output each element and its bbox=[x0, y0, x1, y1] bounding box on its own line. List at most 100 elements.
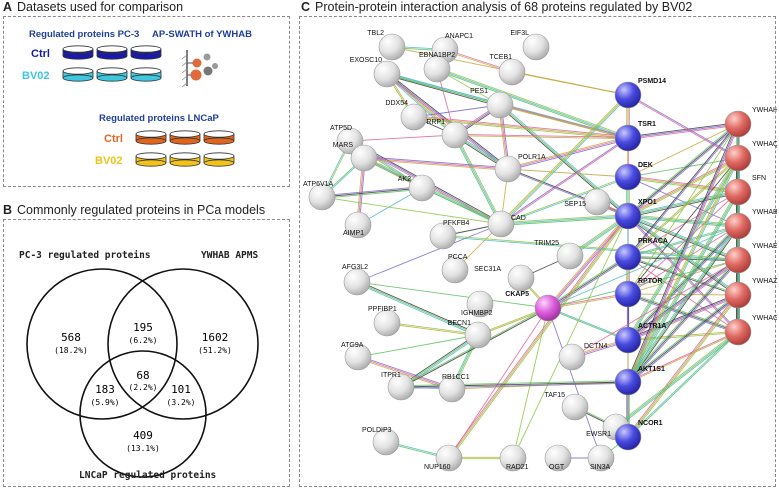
node-sfn[interactable]: SFN bbox=[724, 175, 766, 206]
edge-BECN1-ATG9A bbox=[357, 334, 479, 358]
node-prkaca[interactable]: PRKACA bbox=[614, 238, 668, 271]
venn-diagram: PC-3 regulated proteins YWHAB APMS LNCaP… bbox=[19, 250, 259, 481]
node-label-poldip3: POLDIP3 bbox=[362, 427, 392, 434]
node-ywhab[interactable]: YWHAB bbox=[724, 209, 777, 240]
node-sec31a[interactable]: SEC31A bbox=[474, 264, 535, 292]
node-ywhah[interactable]: YWHAH bbox=[724, 107, 777, 138]
node-polr1a[interactable]: POLR1A bbox=[494, 154, 546, 183]
node-ckap5[interactable]: CKAP5 bbox=[505, 291, 562, 322]
node-trim25[interactable]: TRIM25 bbox=[534, 240, 584, 270]
node-label-ncor1: NCOR1 bbox=[638, 420, 663, 427]
node-label-exosc10: EXOSC10 bbox=[350, 57, 382, 64]
node-label-mars: MARS bbox=[333, 142, 354, 149]
node-label-sin3a: SIN3A bbox=[590, 464, 611, 471]
node-aimp1[interactable]: AIMP1 bbox=[343, 211, 372, 239]
node-rb1cc1[interactable]: RB1CC1 bbox=[438, 374, 470, 403]
region-pct-all: (2.2%) bbox=[129, 383, 158, 392]
node-label-rptor: RPTOR bbox=[638, 278, 662, 285]
edge-ATP6V1A-CAD bbox=[321, 196, 502, 225]
lncap-bv02-dish-3 bbox=[203, 152, 235, 167]
node-dek[interactable]: DEK bbox=[614, 162, 653, 191]
node-ak2[interactable]: AK2 bbox=[398, 174, 436, 202]
node-sep15[interactable]: SEP15 bbox=[564, 188, 611, 216]
node-exosc10[interactable]: EXOSC10 bbox=[350, 57, 401, 88]
node-ywhaz[interactable]: YWHAZ bbox=[724, 278, 777, 309]
lncap-heading: Regulated proteins LNCaP bbox=[99, 113, 219, 124]
edge-NCOR1-YWHAG bbox=[627, 331, 739, 438]
node-label-sep15: SEP15 bbox=[564, 201, 586, 208]
node-becn1[interactable]: BECN1 bbox=[448, 320, 492, 349]
node-actr1a[interactable]: ACTR1A bbox=[614, 323, 666, 354]
node-label-taf15: TAF15 bbox=[545, 392, 566, 399]
panel-c-title-text: Protein-protein interaction analysis of … bbox=[315, 0, 693, 14]
node-ogt[interactable]: OGT bbox=[544, 444, 572, 472]
edge-RPTOR-YWHAQ bbox=[627, 157, 739, 295]
node-ywhaq[interactable]: YWHAQ bbox=[724, 141, 777, 172]
node-ywhag[interactable]: YWHAG bbox=[724, 315, 777, 346]
edge-RPTOR-YWHAZ bbox=[627, 293, 739, 296]
node-eif3l[interactable]: EIF3L bbox=[510, 30, 550, 61]
node-cad[interactable]: CAD bbox=[487, 210, 526, 238]
venn-circle-ywhab bbox=[107, 268, 259, 420]
node-ppfibp1[interactable]: PPFIBP1 bbox=[368, 306, 401, 337]
venn-circle-lncap bbox=[79, 350, 207, 478]
node-poldip3[interactable]: POLDIP3 bbox=[362, 427, 400, 456]
edge-CAD-AFG3L2 bbox=[356, 223, 502, 283]
node-tceb1[interactable]: TCEB1 bbox=[489, 54, 526, 86]
node-ighmbp2[interactable]: IGHMBP2 bbox=[461, 290, 494, 318]
node-atg9a[interactable]: ATG9A bbox=[341, 342, 372, 371]
pc3-bv02-dish-1 bbox=[62, 67, 94, 82]
pc3-bv02-dish-2 bbox=[96, 67, 128, 82]
node-afg3l2[interactable]: AFG3L2 bbox=[342, 264, 371, 296]
node-taf15[interactable]: TAF15 bbox=[545, 392, 589, 421]
node-sin3a[interactable]: SIN3A bbox=[587, 444, 615, 472]
node-nup160[interactable]: NUP160 bbox=[424, 444, 463, 472]
node-dctn4[interactable]: DCTN4 bbox=[558, 343, 607, 371]
edge-BECN1-PPFIBP1 bbox=[386, 321, 479, 337]
lncap-bv02-dish-1 bbox=[135, 152, 167, 167]
set-label-lncap: LNCaP regulated proteins bbox=[79, 470, 216, 481]
node-xpo1[interactable]: XPO1 bbox=[614, 199, 657, 230]
node-ywhae[interactable]: YWHAE bbox=[724, 243, 777, 274]
node-pfkfb4[interactable]: PFKFB4 bbox=[429, 220, 470, 250]
edge-NUP160-XPO1 bbox=[447, 214, 630, 460]
edge-DEK-YWHAH bbox=[627, 123, 739, 178]
pc3-ctrl-dish-1 bbox=[62, 45, 94, 60]
node-rad21[interactable]: RAD21 bbox=[499, 444, 529, 472]
panel-b-letter: B bbox=[3, 203, 13, 217]
region-count-ywhab-only: 1602 bbox=[202, 331, 229, 344]
node-ncor1[interactable]: NCOR1 bbox=[614, 420, 663, 451]
edge-NCOR1-YWHAZ bbox=[626, 293, 740, 439]
node-ebna1bp2[interactable]: EBNA1BP2 bbox=[419, 52, 455, 83]
node-pes1[interactable]: PES1 bbox=[470, 88, 514, 119]
pc3-ctrl-dishes bbox=[62, 45, 162, 60]
edge-RAD21-XPO1 bbox=[512, 215, 629, 459]
edge-RPTOR-YWHAE bbox=[627, 259, 739, 295]
edge-RPTOR-YWHAB bbox=[627, 225, 739, 295]
node-label-tbl2: TBL2 bbox=[367, 30, 384, 37]
node-itpr1[interactable]: ITPR1 bbox=[381, 372, 415, 401]
node-rrp1[interactable]: RRP1 bbox=[426, 119, 469, 149]
node-pcca[interactable]: PCCA bbox=[441, 254, 469, 284]
node-label-pcca: PCCA bbox=[448, 254, 468, 261]
node-label-atg9a: ATG9A bbox=[341, 342, 364, 349]
node-label-ebna1bp2: EBNA1BP2 bbox=[419, 52, 455, 59]
node-akt1s1[interactable]: AKT1S1 bbox=[614, 366, 665, 396]
node-label-ogt: OGT bbox=[549, 464, 565, 471]
edge-CAD-XPO1 bbox=[500, 214, 629, 226]
node-label-pes1: PES1 bbox=[470, 88, 488, 95]
node-tbl2[interactable]: TBL2 bbox=[367, 30, 406, 61]
node-label-actr1a: ACTR1A bbox=[638, 323, 666, 330]
node-ddx54[interactable]: DDX54 bbox=[385, 100, 428, 131]
region-count-all: 68 bbox=[136, 369, 149, 382]
node-label-ywhag: YWHAG bbox=[752, 315, 777, 322]
node-label-nup160: NUP160 bbox=[424, 464, 451, 471]
node-psmd14[interactable]: PSMD14 bbox=[614, 78, 666, 109]
node-label-pfkfb4: PFKFB4 bbox=[443, 220, 470, 227]
node-mars[interactable]: MARS bbox=[333, 142, 378, 172]
node-rptor[interactable]: RPTOR bbox=[614, 278, 662, 308]
node-tsr1[interactable]: TSR1 bbox=[614, 121, 656, 152]
node-label-polr1a: POLR1A bbox=[518, 154, 546, 161]
node-atp6v1a[interactable]: ATP6V1A bbox=[303, 181, 336, 211]
